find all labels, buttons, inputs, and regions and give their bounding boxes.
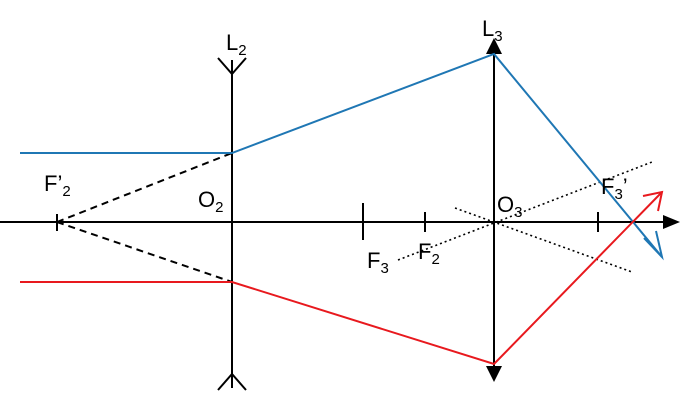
ray-top-arrowhead <box>643 230 664 261</box>
ray-top <box>20 52 663 258</box>
lens-l3-bottom-arrow <box>486 366 502 382</box>
ray-bottom-arrowhead <box>642 190 664 212</box>
label-f2-prime: F’2 <box>44 171 71 200</box>
label-o2: O2 <box>198 187 223 216</box>
label-l3: L3 <box>482 16 503 45</box>
virtual-ray-bottom <box>56 221 233 283</box>
label-f2: F2 <box>418 239 440 268</box>
label-l2: L2 <box>226 30 247 59</box>
ray-bottom <box>20 191 663 366</box>
virtual-ray-top <box>56 152 233 223</box>
label-f3: F3 <box>367 248 389 277</box>
label-o3: O3 <box>497 192 522 221</box>
lens-l2-bottom-end <box>217 372 247 391</box>
lens-l2-top-end <box>217 57 247 76</box>
lens-l3-top-arrow <box>486 38 502 54</box>
construction-line-b <box>454 207 633 273</box>
label-f3-prime: F3’ <box>601 174 628 203</box>
optical-axis-arrowhead <box>663 215 680 229</box>
construction-line-a <box>397 161 653 261</box>
